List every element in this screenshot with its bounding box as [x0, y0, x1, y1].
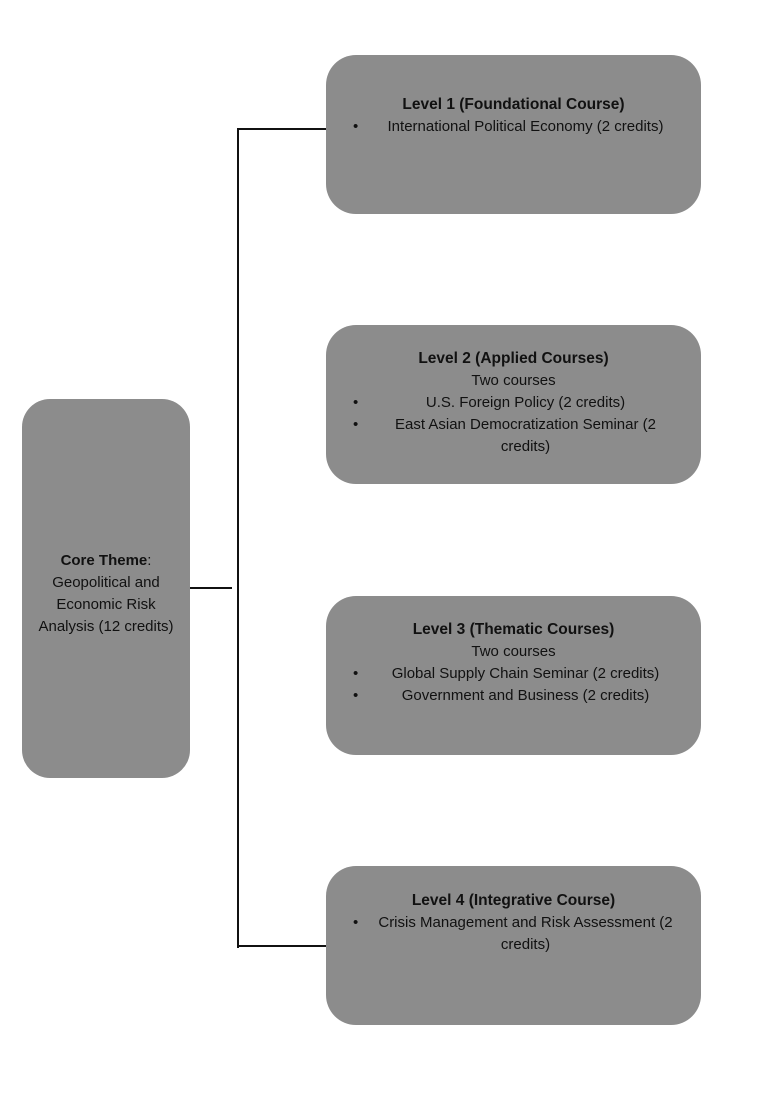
- course-label: Government and Business (2 credits): [401, 687, 650, 704]
- core-theme-content: Core Theme: Geopolitical and Economic Ri…: [28, 550, 184, 638]
- core-theme-heading: Core Theme: [60, 551, 148, 569]
- course-label: Crisis Management and Risk Assessment (2…: [378, 914, 673, 953]
- level-3-subtitle: Two courses: [471, 643, 556, 660]
- course-item: • East Asian Democratization Seminar (2 …: [326, 414, 701, 458]
- course-item: • U.S. Foreign Policy (2 credits): [326, 392, 701, 414]
- level-1-title: Level 1 (Foundational Course): [402, 96, 625, 113]
- course-label: International Political Economy (2 credi…: [387, 118, 664, 135]
- course-item: • Global Supply Chain Seminar (2 credits…: [326, 663, 701, 685]
- level-3-box: Level 3 (Thematic Courses) Two courses •…: [326, 596, 701, 755]
- connector-level-4: [237, 945, 326, 947]
- course-item: • Crisis Management and Risk Assessment …: [326, 912, 701, 956]
- bullet-icon: •: [353, 394, 359, 411]
- level-2-course-list: • U.S. Foreign Policy (2 credits) • East…: [326, 392, 701, 458]
- level-4-box: Level 4 (Integrative Course) • Crisis Ma…: [326, 866, 701, 1025]
- level-2-subtitle: Two courses: [471, 372, 556, 389]
- level-2-box: Level 2 (Applied Courses) Two courses • …: [326, 325, 701, 484]
- core-theme-box: Core Theme: Geopolitical and Economic Ri…: [22, 399, 190, 778]
- course-label: East Asian Democratization Seminar (2 cr…: [395, 416, 656, 455]
- bullet-icon: •: [353, 118, 359, 135]
- core-theme-description: Geopolitical and Economic Risk Analysis …: [38, 573, 174, 635]
- course-label: Global Supply Chain Seminar (2 credits): [391, 665, 660, 682]
- level-1-course-list: • International Political Economy (2 cre…: [326, 116, 701, 138]
- course-label: U.S. Foreign Policy (2 credits): [425, 394, 626, 411]
- connector-level-1: [237, 128, 326, 130]
- course-item: • Government and Business (2 credits): [326, 685, 701, 707]
- bullet-icon: •: [353, 687, 359, 704]
- course-item: • International Political Economy (2 cre…: [326, 116, 701, 138]
- connector-core-stub: [190, 587, 232, 589]
- core-theme-heading-line: Core Theme:: [28, 550, 184, 572]
- level-4-course-list: • Crisis Management and Risk Assessment …: [326, 912, 701, 956]
- bullet-icon: •: [353, 914, 359, 931]
- level-4-title: Level 4 (Integrative Course): [411, 892, 616, 909]
- bullet-icon: •: [353, 665, 359, 682]
- level-3-title: Level 3 (Thematic Courses): [412, 621, 615, 638]
- level-1-box: Level 1 (Foundational Course) • Internat…: [326, 55, 701, 214]
- connector-trunk: [237, 129, 239, 948]
- level-3-course-list: • Global Supply Chain Seminar (2 credits…: [326, 663, 701, 707]
- level-2-title: Level 2 (Applied Courses): [418, 350, 609, 367]
- bullet-icon: •: [353, 416, 359, 433]
- core-theme-heading-suffix: :: [147, 551, 152, 569]
